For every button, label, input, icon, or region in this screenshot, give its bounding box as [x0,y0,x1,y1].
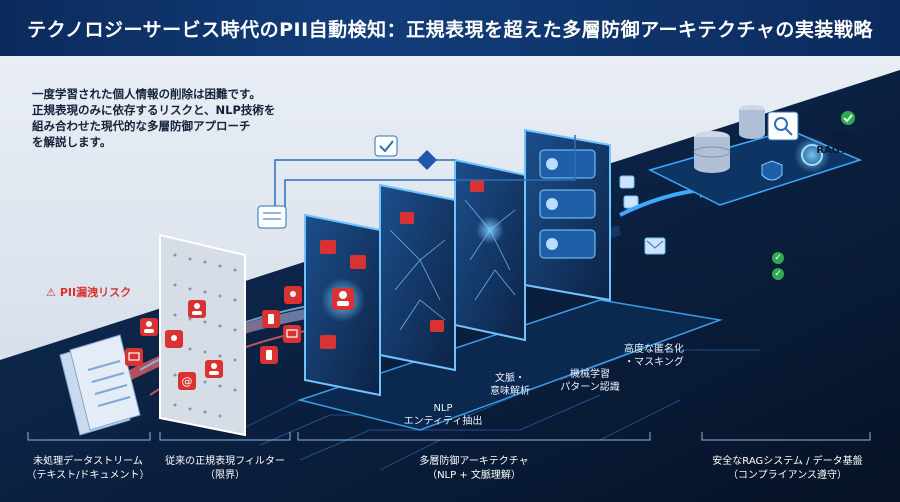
pii-risk-label: ⚠PII漏洩リスク [46,284,131,300]
check-item-risk-reduction: ✓ リスク低減 [772,266,838,281]
person-icon [188,300,206,318]
stage-ml-pattern: 機械学習 パターン認識 [560,369,620,393]
anonymized-docs [619,175,666,255]
pin-icon [284,286,302,304]
decision-node [417,150,437,170]
check-label: リスク低減 [788,270,838,281]
risk-text: PII漏洩リスク [59,286,132,299]
feedback-loop [274,135,576,215]
check-item-safe-use: ✓ 安全なデータ活用 [772,250,868,265]
stage-context: 文脈・ 意味解析 [490,373,530,397]
pin-icon [165,330,183,348]
defense-layers [304,128,611,397]
person-icon [332,288,354,310]
magnifier-icon [767,111,799,141]
at-icon: @ [178,372,196,390]
mail-icon [125,348,143,366]
caption-raw-stream: 未処理データストリーム （テキスト/ドキュメント） [26,456,150,481]
rag-platform [647,105,863,206]
secure-rag-label: 安全な RAGシステム [816,132,880,156]
check-icon [374,135,398,157]
intro-text: 一度学習された個人情報の削除は困難です。 正規表現のみに依存するリスクと、NLP… [32,87,276,149]
layer-panel [454,158,526,342]
caption-regex-filter: 従来の正規表現フィルター （限界） [165,456,285,481]
mail-icon [283,325,301,343]
mail-icon [644,237,666,255]
check-label: 安全なデータ活用 [788,254,868,265]
caption-secure-platform: 安全なRAGシステム / データ基盤 （コンプライアンス遵守） [712,456,863,481]
check-mark [843,114,853,123]
database-icon [739,105,765,139]
database-icon [693,131,731,173]
document-icon [257,205,287,229]
title-bar: テクノロジーサービス時代のPII自動検知：正規表現を超えた多層防御アーキテクチャ… [0,0,900,56]
shield-icon [761,160,783,181]
phone-icon [262,310,280,328]
anonymized-data-label: 匿名化済みデータ [632,263,712,274]
pii-alert-icons: @ [125,286,302,390]
person-icon [205,360,223,378]
layer-panel [524,128,611,302]
check-icon: ✓ [772,267,784,280]
warning-icon: ⚠ [46,286,56,299]
svg-text:@: @ [182,375,193,388]
caption-brackets [27,432,871,441]
page-title: テクノロジーサービス時代のPII自動検知：正規表現を超えた多層防御アーキテクチャ… [27,18,873,41]
check-icon: ✓ [772,251,784,264]
brain-icon [794,137,830,173]
person-icon [140,318,158,336]
layer-panel [304,213,381,397]
stage-anonymize: 高度な匿名化 ・マスキング [624,344,684,368]
phone-icon [260,346,278,364]
document-icon [59,334,141,436]
layer-panel [379,183,456,372]
check-icon [841,111,855,125]
stage-nlp-entity: NLP エンティティ抽出 [403,403,483,427]
caption-multilayer: 多層防御アーキテクチャ （NLP + 文脈理解） [419,456,529,481]
